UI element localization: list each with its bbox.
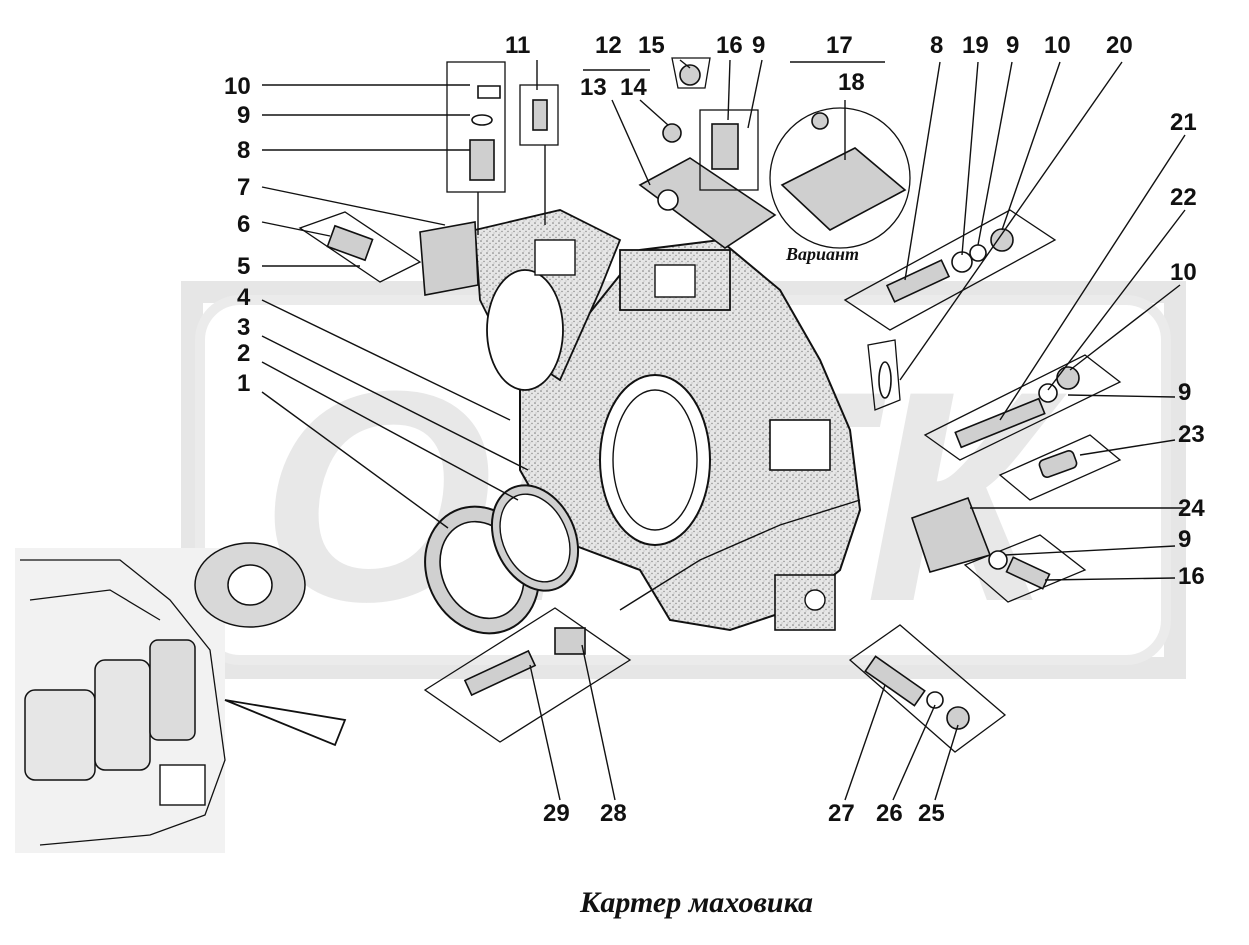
upper-bracket — [474, 209, 622, 391]
engine-location-view — [15, 542, 347, 853]
callout-10-right: 10 — [1170, 259, 1197, 286]
callout-29: 29 — [543, 800, 570, 827]
callout-9-top: 9 — [752, 32, 765, 59]
callout-4: 4 — [237, 284, 251, 311]
callout-12: 12 — [595, 32, 622, 59]
callout-8-left: 8 — [237, 137, 250, 164]
callout-3: 3 — [237, 314, 250, 341]
callout-26: 26 — [876, 800, 903, 827]
callout-17: 17 — [826, 32, 853, 59]
callout-5: 5 — [237, 253, 250, 280]
location-arrow-icon — [224, 699, 347, 747]
part-plates — [298, 57, 1122, 753]
callout-labels: 10 9 8 7 6 5 4 3 2 1 11 12 13 14 15 16 9… — [224, 32, 1205, 827]
callout-11: 11 — [505, 32, 530, 59]
callout-23: 23 — [1178, 421, 1205, 448]
callout-16-right: 16 — [1178, 563, 1205, 590]
callout-22: 22 — [1170, 184, 1197, 211]
callout-21: 21 — [1170, 109, 1197, 136]
callout-16-top: 16 — [716, 32, 743, 59]
callout-9-left: 9 — [237, 102, 250, 129]
callout-19: 19 — [962, 32, 989, 59]
callout-9-right-b: 9 — [1178, 526, 1191, 553]
callout-20: 20 — [1106, 32, 1133, 59]
callout-14: 14 — [620, 74, 647, 101]
callout-9-top-b: 9 — [1006, 32, 1019, 59]
callout-18: 18 — [838, 69, 865, 96]
callout-1: 1 — [237, 370, 250, 397]
callout-24: 24 — [1178, 495, 1205, 522]
variant-label: Вариант — [785, 244, 859, 264]
leader-lines — [261, 59, 1186, 801]
callout-27: 27 — [828, 800, 855, 827]
callout-15: 15 — [638, 32, 665, 59]
callout-13: 13 — [580, 74, 607, 101]
callout-6: 6 — [237, 211, 250, 238]
callout-7: 7 — [237, 174, 250, 201]
callout-2: 2 — [237, 340, 250, 367]
callout-10-left: 10 — [224, 73, 251, 100]
callout-10-top: 10 — [1044, 32, 1071, 59]
flywheel-housing — [519, 238, 862, 632]
callout-25: 25 — [918, 800, 945, 827]
figure-caption: Картер маховика — [579, 886, 813, 919]
callout-9-right: 9 — [1178, 379, 1191, 406]
callout-8-top: 8 — [930, 32, 943, 59]
callout-28: 28 — [600, 800, 627, 827]
seal-rings — [424, 484, 580, 635]
